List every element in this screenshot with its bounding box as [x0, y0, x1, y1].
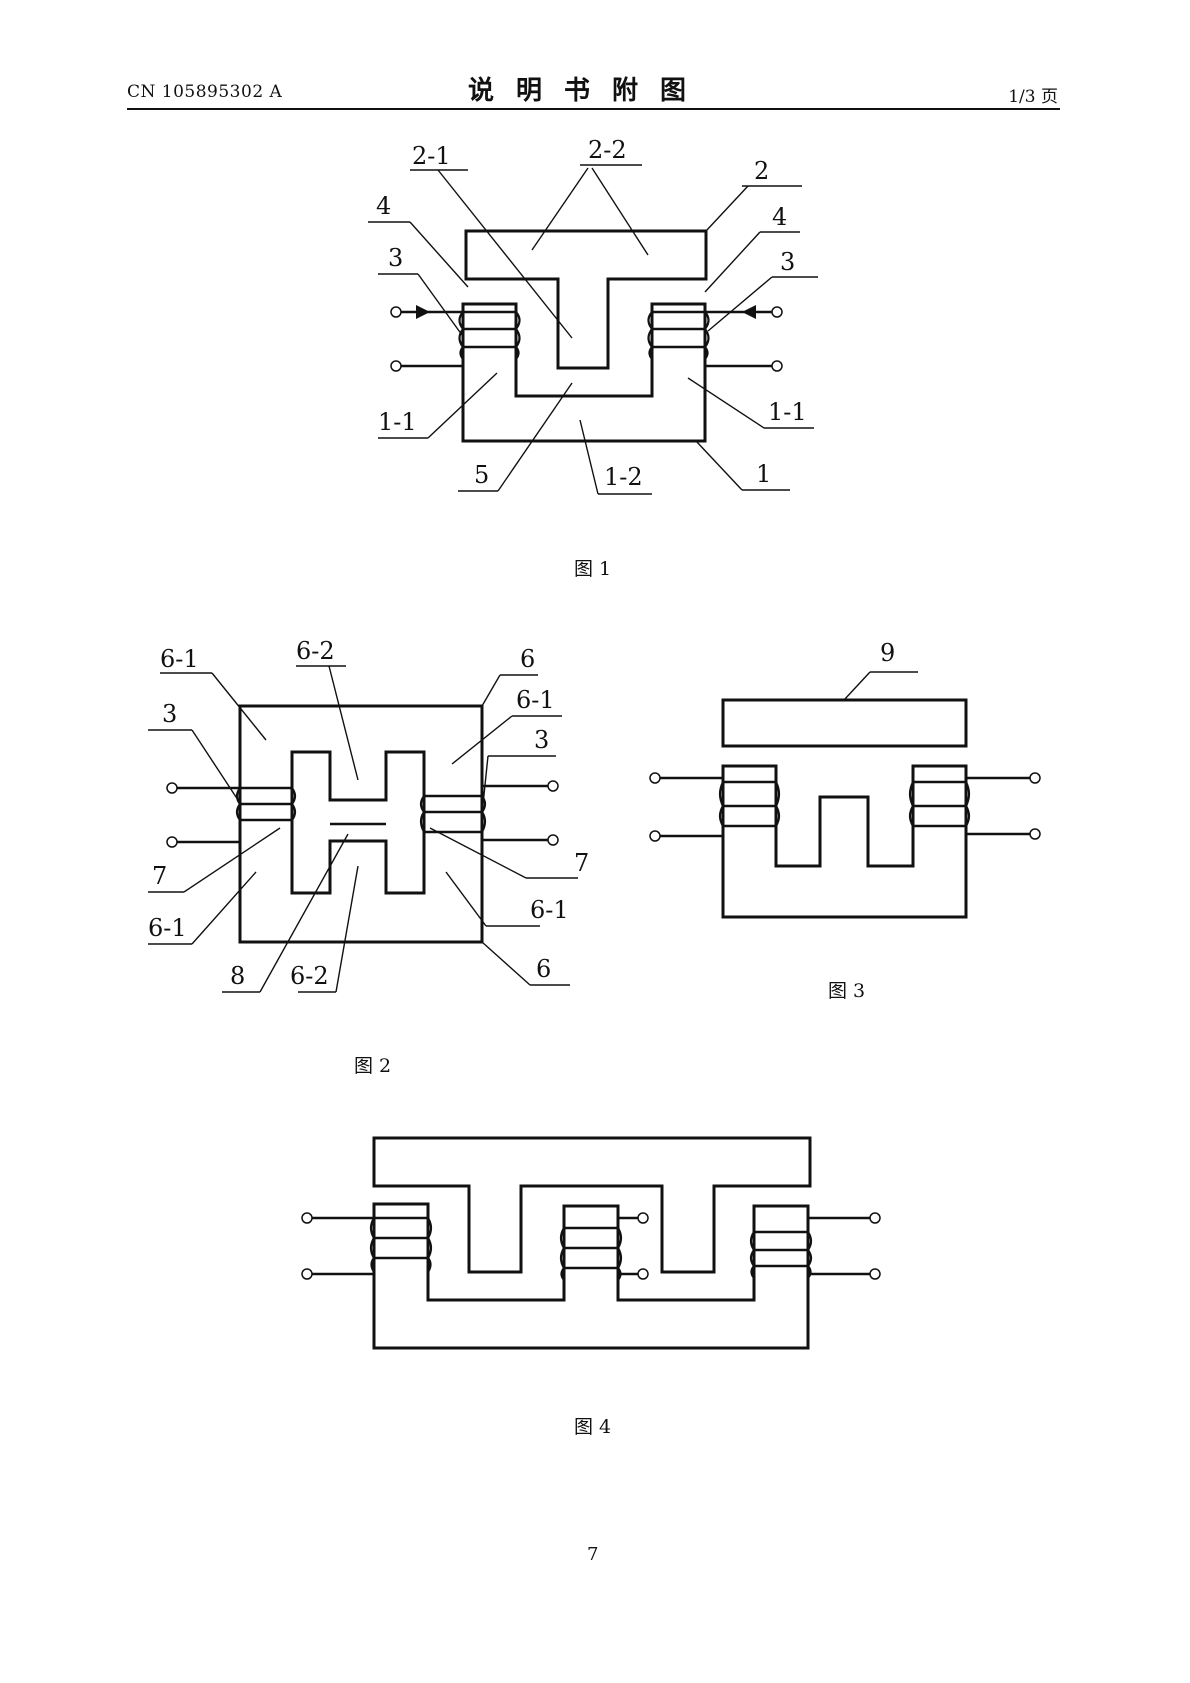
fig2-inner-window — [290, 750, 426, 895]
fig1-t-block — [464, 229, 708, 370]
fig1-callouts: 2-1 2-2 2 4 4 3 3 1-1 1-1 5 1-2 1 — [376, 136, 807, 491]
figure-4-drawing — [301, 1136, 881, 1350]
figure-2-drawing: 6-1 6-2 6 6-1 3 3 7 7 6-1 6-1 8 6-2 6 — [148, 637, 589, 993]
fig2-label-6-2-top: 6-2 — [296, 637, 335, 665]
fig1-label-5: 5 — [474, 461, 489, 489]
fig2-label-6-2-bottom: 6-2 — [290, 962, 329, 990]
fig2-label-7-left: 7 — [152, 862, 167, 890]
fig2-label-6-1-tr: 6-1 — [516, 686, 555, 714]
fig2-coil-right — [419, 780, 559, 846]
fig1-coil-left — [390, 305, 521, 372]
fig1-leaders — [368, 164, 818, 495]
fig4-coil-middle — [559, 1212, 649, 1281]
fig2-label-6-1-bl: 6-1 — [148, 914, 187, 942]
figure-3-drawing: 9 — [649, 639, 1041, 919]
fig1-label-2-1: 2-1 — [412, 142, 451, 170]
fig4-e-core — [372, 1202, 810, 1350]
fig1-coil-right — [647, 305, 783, 372]
fig4-coil-left — [301, 1212, 433, 1280]
fig3-label-9: 9 — [880, 639, 895, 667]
fig2-label-7-right: 7 — [574, 849, 589, 877]
page-title: 说明书附图 — [468, 76, 709, 106]
fig1-u-core — [461, 302, 707, 443]
fig4-t-block — [372, 1136, 812, 1274]
fig2-label-6-1-tl: 6-1 — [160, 645, 199, 673]
figure-2-caption: 图 2 — [354, 1055, 392, 1077]
fig1-label-1: 1 — [756, 460, 771, 488]
fig1-label-2-2: 2-2 — [588, 136, 627, 164]
fig2-label-3-right: 3 — [534, 726, 549, 754]
patent-number: CN 105895302 A — [127, 82, 283, 102]
fig2-label-6-1-br: 6-1 — [530, 896, 569, 924]
figure-1-caption: 图 1 — [574, 558, 612, 580]
figure-4-caption: 图 4 — [574, 1416, 612, 1438]
fig3-e-core — [721, 764, 968, 919]
fig2-coil-left — [166, 782, 297, 848]
page-number: 7 — [587, 1544, 599, 1565]
fig4-coil-right — [749, 1212, 881, 1280]
fig1-label-4-right: 4 — [772, 203, 787, 231]
fig1-label-1-1-left: 1-1 — [378, 408, 417, 436]
fig3-plate-9 — [721, 698, 968, 748]
header-rule — [127, 108, 1060, 110]
fig1-label-1-1-right: 1-1 — [768, 398, 807, 426]
fig2-label-6-top: 6 — [520, 645, 535, 673]
fig1-label-2: 2 — [754, 157, 769, 185]
fig1-label-1-2: 1-2 — [604, 463, 643, 491]
page-counter: 1/3 页 — [1008, 87, 1058, 107]
fig1-core — [390, 229, 783, 443]
fig3-coil-left — [649, 772, 781, 842]
figure-3-caption: 图 3 — [828, 980, 866, 1002]
fig3-coil-right — [908, 772, 1041, 840]
fig2-label-3-left: 3 — [162, 700, 177, 728]
fig1-label-4-left: 4 — [376, 192, 391, 220]
fig2-label-6-bottom: 6 — [536, 955, 551, 983]
fig2-label-8: 8 — [230, 962, 245, 990]
fig1-label-3-left: 3 — [388, 244, 403, 272]
fig1-label-3-right: 3 — [780, 248, 795, 276]
